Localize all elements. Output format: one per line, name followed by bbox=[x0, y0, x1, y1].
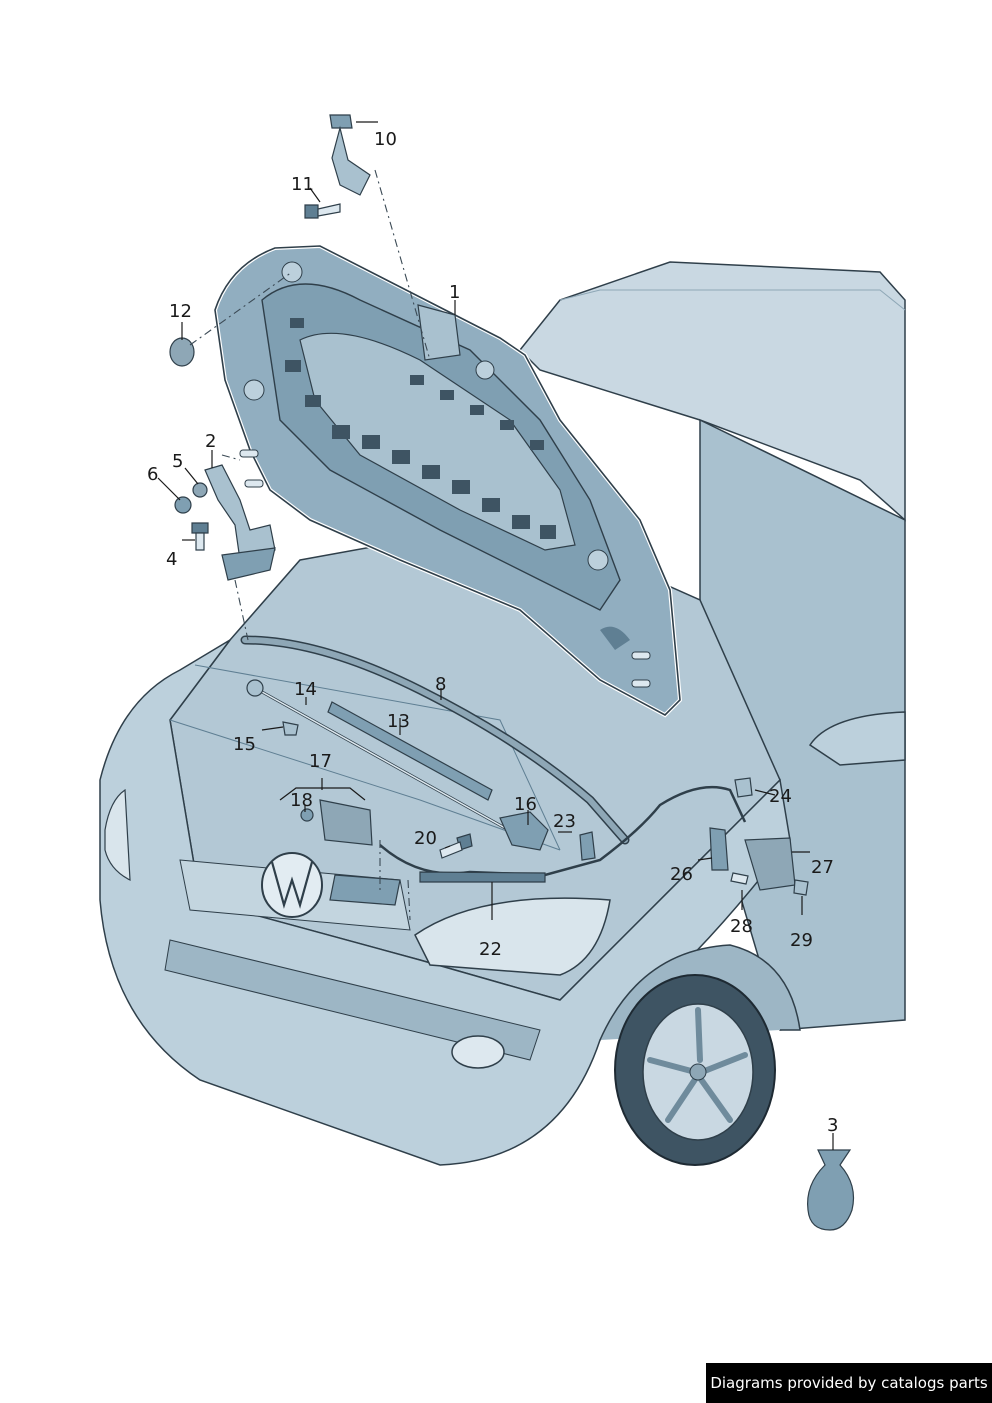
callout-28: 28 bbox=[730, 916, 753, 937]
credit-banner: Diagrams provided by catalogs parts bbox=[706, 1363, 992, 1403]
car-body bbox=[99, 261, 906, 1166]
callout-11: 11 bbox=[291, 174, 314, 195]
callout-20: 20 bbox=[414, 828, 437, 849]
callout-17: 17 bbox=[309, 751, 332, 772]
leader-lines bbox=[157, 121, 834, 1150]
front-wheel bbox=[614, 974, 776, 1166]
callout-10: 10 bbox=[374, 129, 397, 150]
credit-text: Diagrams provided by catalogs parts bbox=[710, 1374, 988, 1392]
vw-logo bbox=[261, 852, 323, 918]
callout-18: 18 bbox=[290, 790, 313, 811]
callout-16: 16 bbox=[514, 794, 537, 815]
callout-24: 24 bbox=[769, 786, 792, 807]
callout-1: 1 bbox=[449, 282, 460, 303]
callout-4: 4 bbox=[166, 549, 177, 570]
callout-26: 26 bbox=[670, 864, 693, 885]
callout-3: 3 bbox=[827, 1115, 838, 1136]
callout-15: 15 bbox=[233, 734, 256, 755]
callout-labels: 1 2 3 4 5 6 8 10 11 12 13 14 15 16 17 18… bbox=[147, 129, 838, 1136]
parts bbox=[169, 114, 855, 1231]
callout-12: 12 bbox=[169, 301, 192, 322]
callout-13: 13 bbox=[387, 711, 410, 732]
callout-22: 22 bbox=[479, 939, 502, 960]
callout-29: 29 bbox=[790, 930, 813, 951]
callout-27: 27 bbox=[811, 857, 834, 878]
callout-6: 6 bbox=[147, 464, 158, 485]
callout-14: 14 bbox=[294, 679, 317, 700]
callout-23: 23 bbox=[553, 811, 576, 832]
callout-5: 5 bbox=[172, 451, 183, 472]
callout-2: 2 bbox=[205, 431, 216, 452]
callout-8: 8 bbox=[435, 674, 446, 695]
hood-assembly bbox=[212, 243, 683, 718]
assembly-lines bbox=[189, 169, 431, 921]
